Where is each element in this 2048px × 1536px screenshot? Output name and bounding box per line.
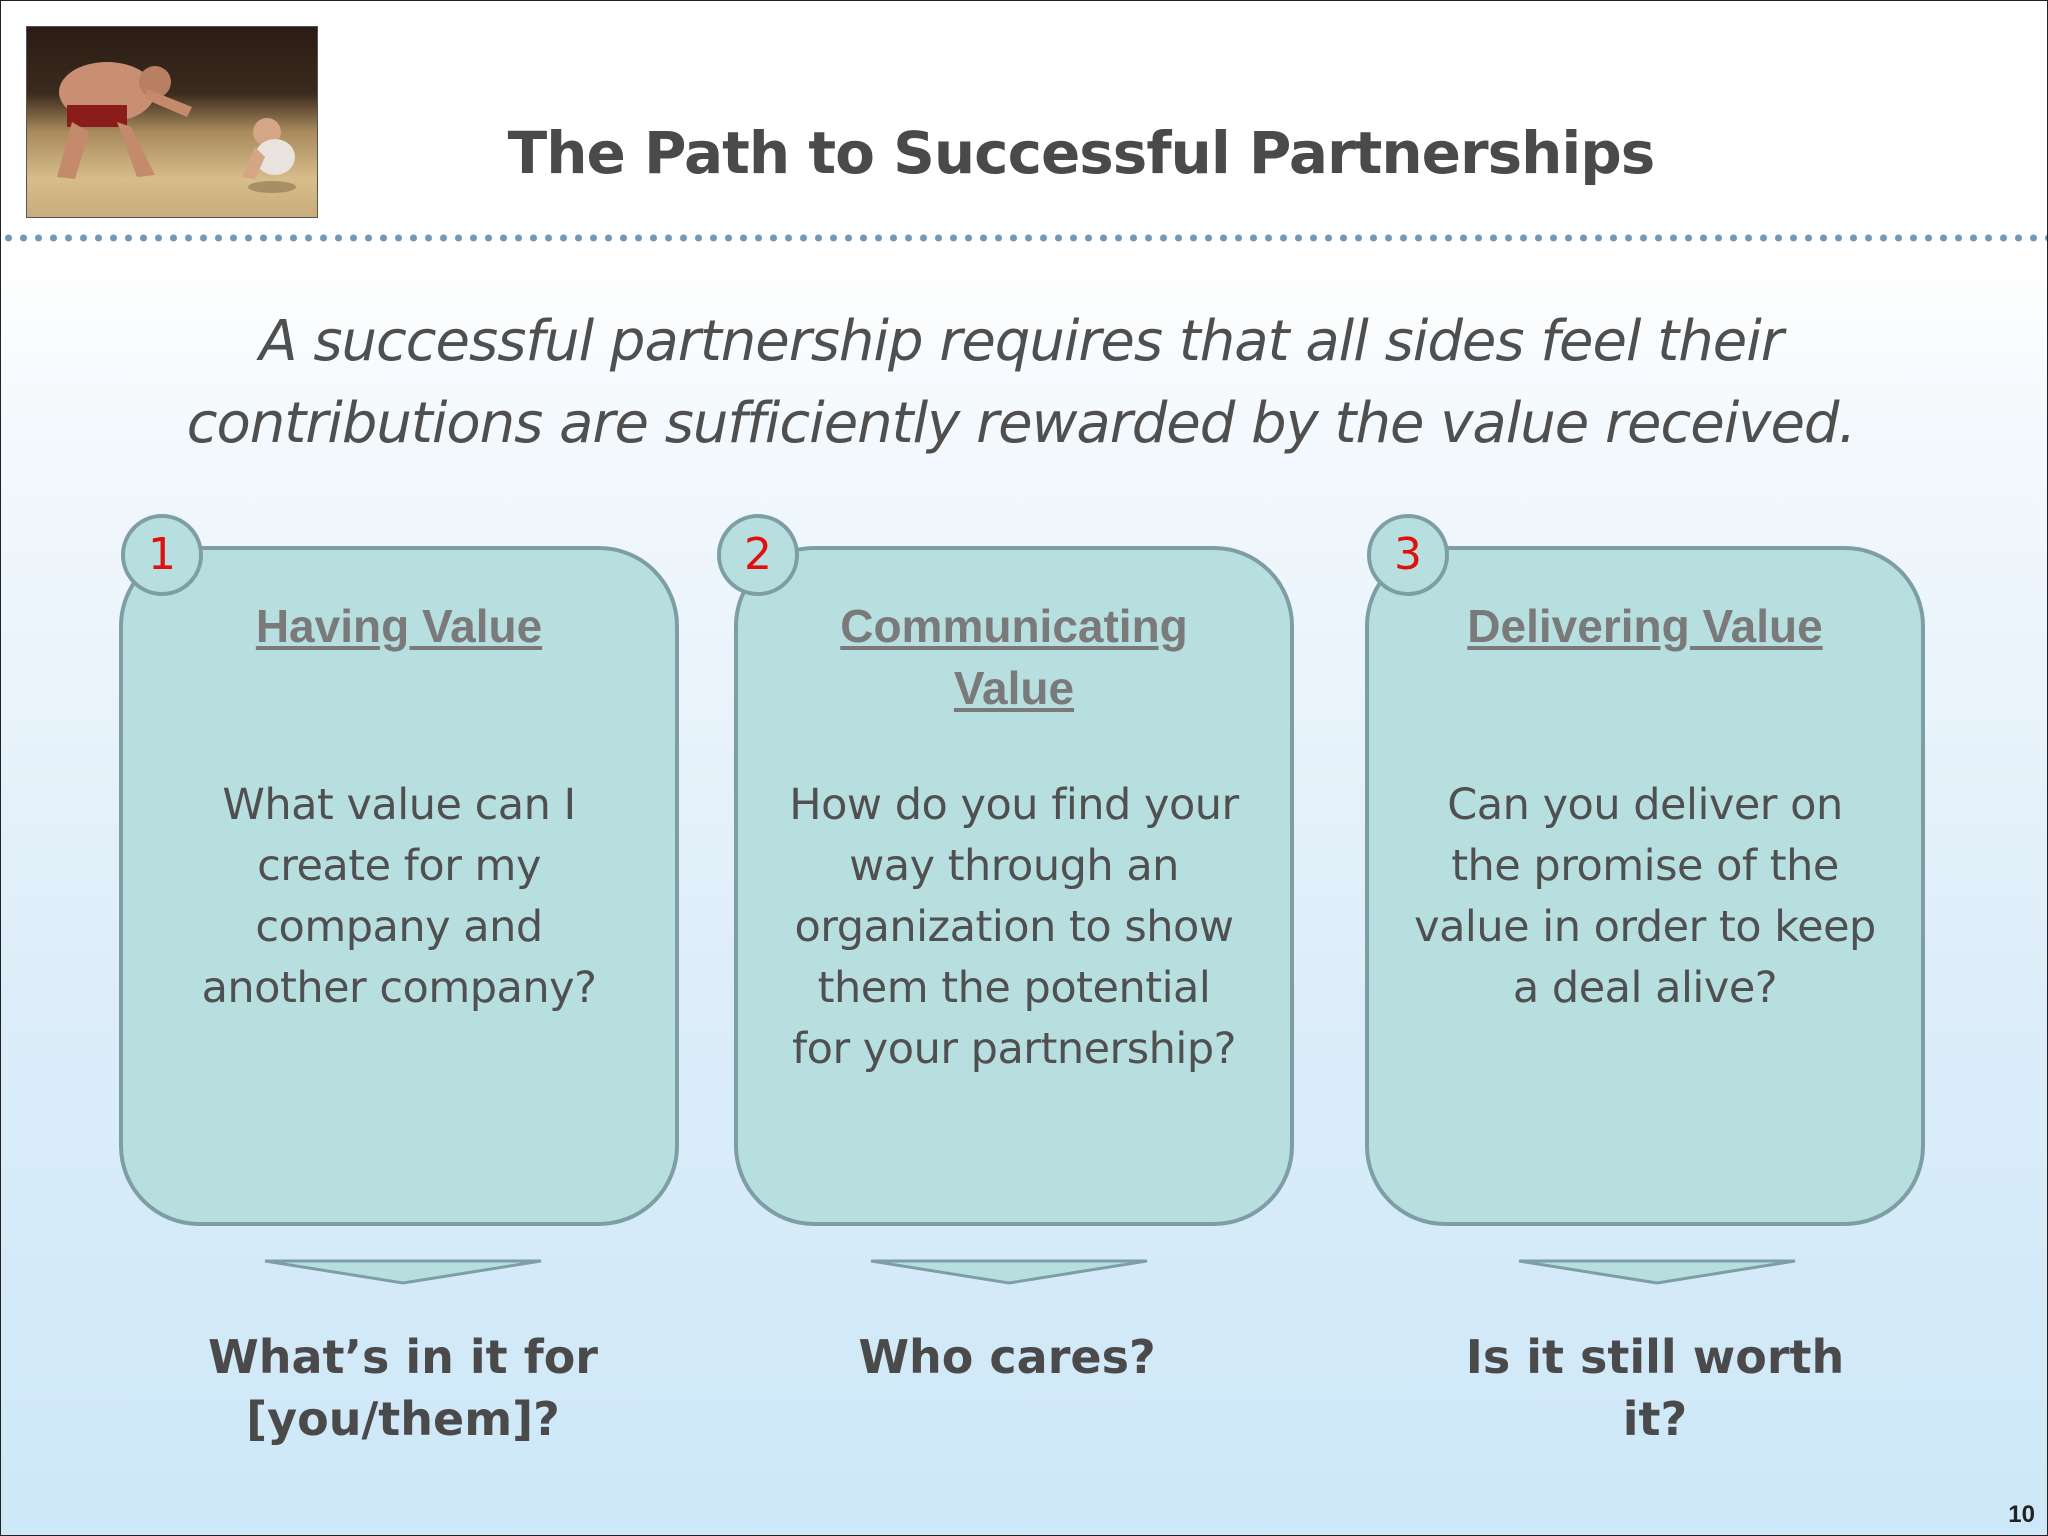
card-body: What value can I create for my company a… [147,775,651,1019]
question-having-value: What’s in it for [you/them]? [143,1326,663,1450]
card-having-value: Having Value What value can I create for… [119,546,679,1226]
card-body-line: organization to show [794,902,1234,952]
step-badge-1: 1 [121,514,203,596]
card-body-line: another company? [201,963,597,1013]
subtitle-line: A successful partnership requires that a… [259,309,1784,374]
card-body-line: them the potential [817,963,1211,1013]
card-body: Can you deliver on the promise of the va… [1393,775,1897,1019]
card-body-line: What value can I [222,780,576,830]
subtitle-line: contributions are sufficiently rewarded … [186,391,1857,456]
card-title: Having Value [143,595,655,657]
page-number: 10 [2008,1501,2035,1528]
card-body-line: way through an [849,841,1179,891]
card-title-line: Communicating [840,600,1188,652]
card-title: Delivering Value [1389,595,1901,657]
question-line: Is it still worth [1465,1330,1845,1384]
sumo-wrestlers-photo [26,26,318,218]
card-body-line: company and [255,902,543,952]
card-body-line: create for my [257,841,541,891]
card-title-line: Value [953,662,1075,714]
card-body-line: a deal alive? [1512,963,1778,1013]
question-delivering-value: Is it still worth it? [1395,1326,1915,1450]
card-title: Communicating Value [758,595,1270,719]
card-body-line: for your partnership? [792,1024,1236,1074]
card-title-line: Delivering Value [1467,600,1823,652]
slide-subtitle: A successful partnership requires that a… [151,301,1891,465]
question-line: What’s in it for [208,1330,598,1384]
dotted-divider [1,233,2047,243]
card-body-line: value in order to keep [1414,902,1876,952]
question-communicating-value: Who cares? [747,1326,1267,1388]
slide-title: The Path to Successful Partnerships [507,119,1656,187]
step-badge-2: 2 [717,514,799,596]
card-delivering-value: Delivering Value Can you deliver on the … [1365,546,1925,1226]
card-body: How do you find your way through an orga… [762,775,1266,1080]
question-line: [you/them]? [246,1392,560,1446]
question-line: Who cares? [858,1330,1156,1384]
card-body-line: Can you deliver on [1447,780,1843,830]
card-communicating-value: Communicating Value How do you find your… [734,546,1294,1226]
chevron-down-icon [1518,1259,1796,1285]
card-body-line: the promise of the [1451,841,1839,891]
chevron-down-icon [870,1259,1148,1285]
chevron-down-icon [264,1259,542,1285]
step-badge-3: 3 [1367,514,1449,596]
card-title-line: Having Value [255,600,543,652]
card-body-line: How do you find your [789,780,1239,830]
question-line: it? [1622,1392,1688,1446]
